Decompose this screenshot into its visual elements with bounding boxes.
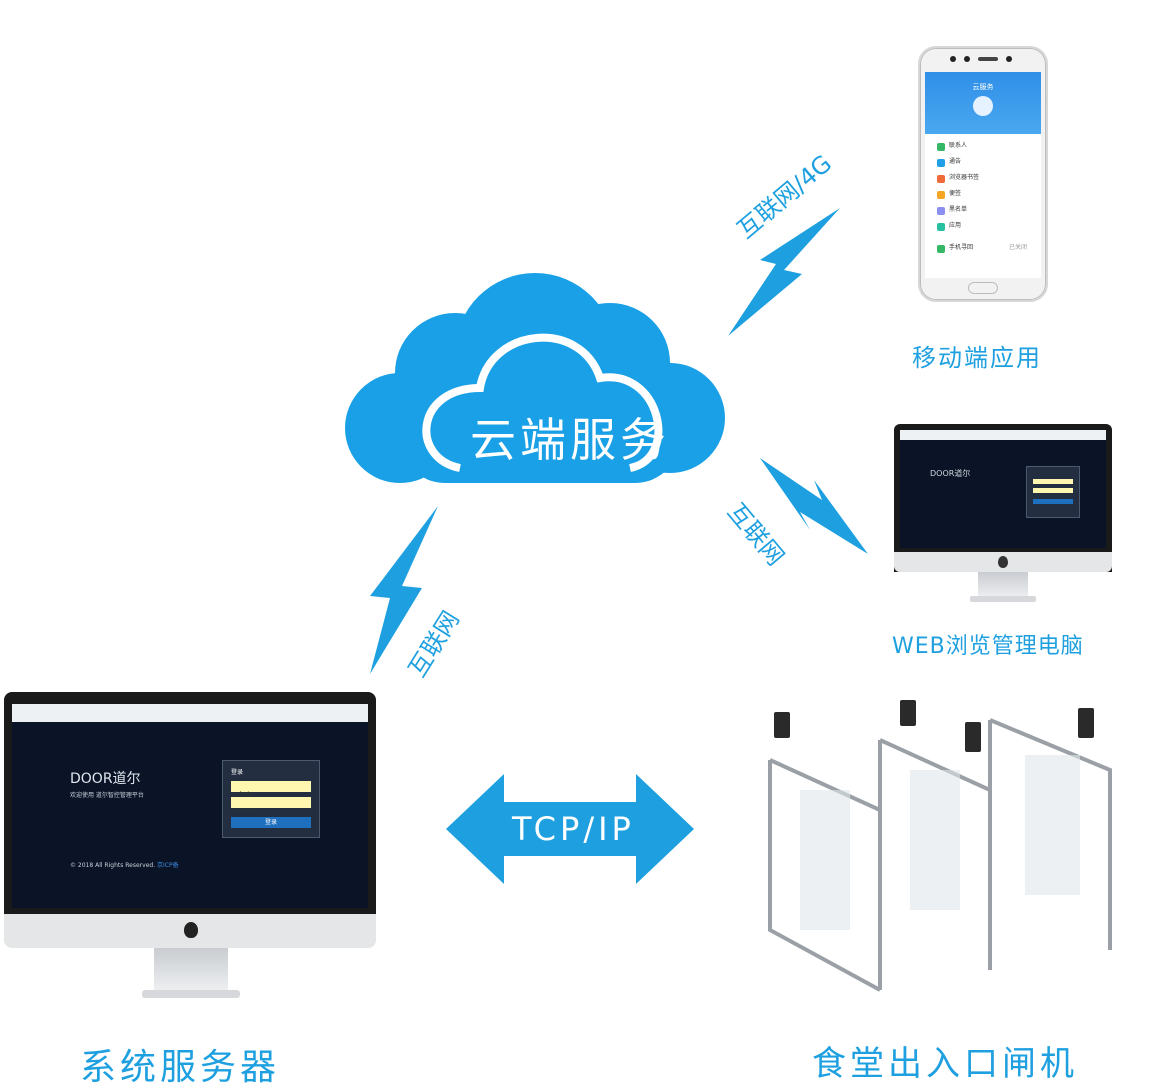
lightning-web-icon bbox=[760, 458, 868, 554]
server-monitor: DOOR道尔 欢迎使用 道尔智控管理平台 登录 admin •••••• 登录 … bbox=[4, 692, 376, 1004]
list-item[interactable]: 联系人 bbox=[937, 140, 1031, 154]
username-field[interactable]: admin bbox=[231, 781, 311, 798]
list-item[interactable]: 浏览器书签 bbox=[937, 172, 1031, 186]
cloud-icon bbox=[345, 273, 725, 483]
server-brand: DOOR道尔 bbox=[70, 771, 141, 787]
server-screen: DOOR道尔 欢迎使用 道尔智控管理平台 登录 admin •••••• 登录 … bbox=[12, 704, 368, 908]
list-item[interactable]: 黑名单 bbox=[937, 204, 1031, 218]
server-footer: © 2018 All Rights Reserved. 京ICP备 bbox=[70, 862, 179, 869]
password-field[interactable] bbox=[1033, 488, 1073, 493]
phone-screen: 云服务 联系人 通告 浏览器书签 便签 黑名单 应用 手机寻回 已关闭 bbox=[925, 72, 1041, 278]
phone-earpiece bbox=[950, 56, 1016, 62]
web-brand: DOOR道尔 bbox=[930, 469, 971, 478]
list-item[interactable]: 通告 bbox=[937, 156, 1031, 170]
phone-header: 云服务 bbox=[925, 72, 1041, 134]
list-item[interactable]: 手机寻回 已关闭 bbox=[937, 242, 1031, 256]
server-welcome: 欢迎使用 道尔智控管理平台 bbox=[70, 792, 144, 799]
web-login-card bbox=[1026, 466, 1080, 518]
apple-logo-icon bbox=[998, 556, 1008, 568]
login-button[interactable] bbox=[1033, 499, 1073, 504]
web-label: WEB浏览管理电脑 bbox=[892, 634, 1084, 659]
list-item[interactable]: 应用 bbox=[937, 220, 1031, 234]
web-monitor: DOOR道尔 bbox=[894, 424, 1112, 604]
phone-header-title: 云服务 bbox=[972, 83, 994, 91]
server-login-card: 登录 admin •••••• 登录 bbox=[222, 760, 320, 838]
mobile-label: 移动端应用 bbox=[912, 344, 1042, 372]
mobile-phone: 云服务 联系人 通告 浏览器书签 便签 黑名单 应用 手机寻回 已关闭 bbox=[918, 46, 1048, 302]
list-item[interactable]: 便签 bbox=[937, 188, 1031, 202]
cloud-label: 云端服务 bbox=[470, 413, 670, 467]
phone-home-button bbox=[968, 282, 998, 294]
apple-logo-icon bbox=[184, 922, 198, 938]
login-button[interactable]: 登录 bbox=[231, 817, 311, 828]
avatar bbox=[973, 96, 993, 116]
server-label: 系统服务器 bbox=[80, 1047, 281, 1088]
web-screen: DOOR道尔 bbox=[900, 430, 1106, 548]
turnstile-gates bbox=[768, 700, 1112, 992]
double-arrow-icon bbox=[446, 774, 694, 884]
tcp-ip-label: TCP/IP bbox=[512, 810, 635, 848]
lightning-mobile-icon bbox=[728, 208, 840, 336]
password-field[interactable]: •••••• bbox=[231, 797, 311, 814]
username-field[interactable] bbox=[1033, 479, 1073, 484]
gate-label: 食堂出入口闸机 bbox=[812, 1044, 1078, 1084]
lightning-server-icon bbox=[370, 506, 438, 674]
